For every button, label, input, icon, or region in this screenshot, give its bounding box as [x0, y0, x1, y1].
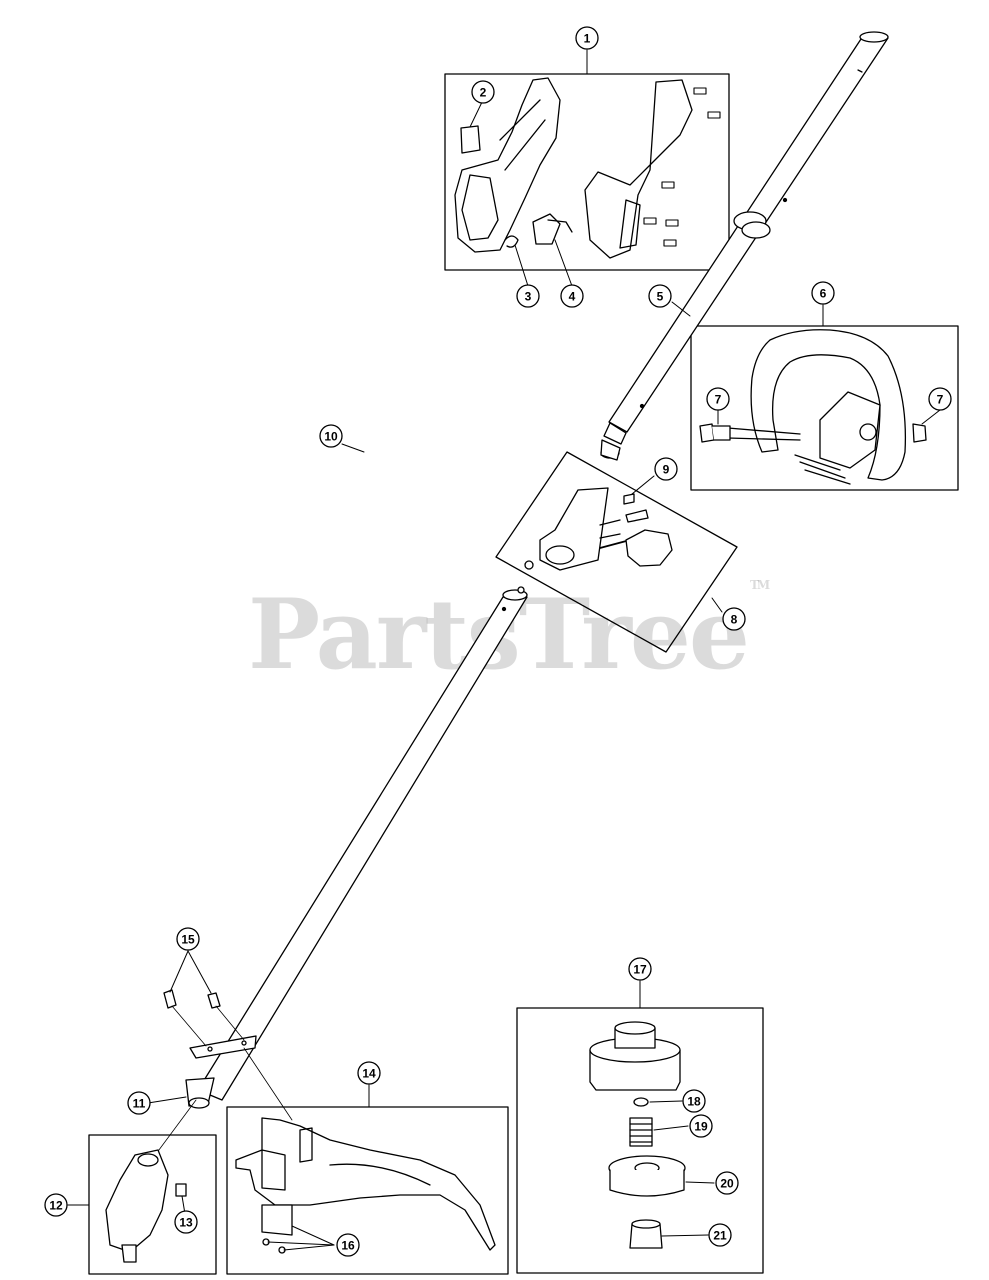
- callout-number: 21: [713, 1229, 727, 1243]
- assist-handle-assembly: [699, 329, 927, 485]
- callout-circle: [127, 1091, 151, 1115]
- callout-circle: [654, 457, 678, 481]
- callout-number: 11: [133, 1097, 146, 1111]
- callout-circle: [811, 281, 835, 305]
- callout-number: 18: [687, 1095, 701, 1109]
- shaft-collar: [185, 1077, 215, 1109]
- callout-circle: [628, 957, 652, 981]
- callout-circle: [174, 1210, 198, 1234]
- callout-number: 5: [657, 290, 664, 304]
- callout-circle: [928, 387, 952, 411]
- trimmer-head: [589, 1021, 686, 1249]
- callout-number: 8: [731, 613, 738, 627]
- callout-circle: [357, 1061, 381, 1085]
- callout-circle: [336, 1233, 360, 1257]
- callout-number: 16: [341, 1239, 355, 1253]
- callout-number: 1: [584, 32, 591, 46]
- callout-number: 13: [179, 1216, 193, 1230]
- callout-number: 2: [480, 86, 487, 100]
- callout-circle: [319, 424, 343, 448]
- callout-circle: [516, 284, 540, 308]
- shaft-clamp: [149, 989, 293, 1163]
- callout-number: 15: [181, 933, 195, 947]
- callout-circle: [560, 284, 584, 308]
- callout-number: 10: [324, 430, 338, 444]
- callout-circle: [682, 1089, 706, 1113]
- callout-circle: [471, 80, 495, 104]
- callout-number: 7: [715, 393, 722, 407]
- callout-circle: [708, 1223, 732, 1247]
- callout-number: 14: [362, 1067, 376, 1081]
- lower-shaft: [197, 586, 528, 1101]
- group-box-assist-handle: [690, 325, 959, 491]
- callout-circle: [715, 1171, 739, 1195]
- callout-circle: [689, 1114, 713, 1138]
- callout-circle: [648, 284, 672, 308]
- gearbox: [105, 1149, 187, 1263]
- callout-number: 3: [525, 290, 532, 304]
- debris-shield: [235, 1117, 496, 1254]
- shaft-coupler: [524, 487, 673, 571]
- group-box-guard: [226, 1106, 509, 1275]
- callout-number: 20: [720, 1177, 734, 1191]
- callout-circle: [44, 1193, 68, 1217]
- rear-handle-assembly: [454, 77, 721, 259]
- callout-number: 19: [694, 1120, 708, 1134]
- callout-number: 4: [569, 290, 576, 304]
- callout-circle: [176, 927, 200, 951]
- callout-number: 7: [937, 393, 944, 407]
- callout-number: 6: [820, 287, 827, 301]
- callout-circle: [575, 26, 599, 50]
- upper-shaft: [600, 31, 889, 461]
- callout-number: 12: [49, 1199, 63, 1213]
- callout-circle: [722, 607, 746, 631]
- callout-number: 9: [663, 463, 670, 477]
- callout-circle: [706, 387, 730, 411]
- callout-number: 17: [633, 963, 647, 977]
- leader-lines: [67, 49, 941, 1251]
- group-box-coupler: [495, 451, 738, 653]
